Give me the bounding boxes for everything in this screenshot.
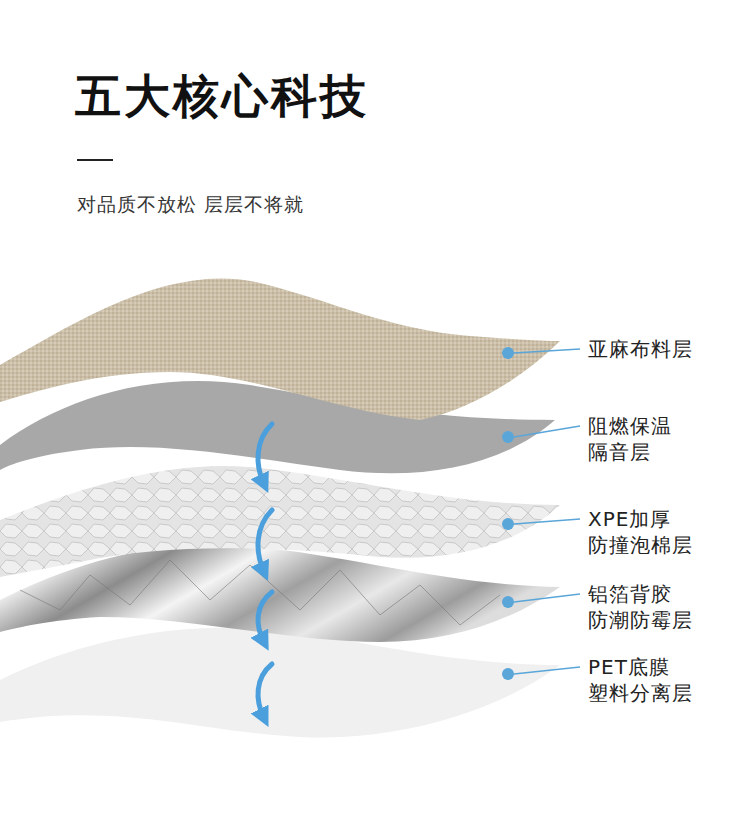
subtitle: 对品质不放松 层层不将就 — [77, 192, 304, 218]
page-title: 五大核心科技 — [75, 66, 369, 128]
layer-label: XPE加厚 防撞泡棉层 — [588, 506, 698, 558]
layer-label: 铝箔背胶 防潮防霉层 — [588, 581, 698, 633]
layer-label: 亚麻布料层 — [588, 336, 698, 362]
layer-label: PET底膜 塑料分离层 — [588, 654, 698, 706]
layer-label: 阻燃保温 隔音层 — [588, 413, 698, 465]
